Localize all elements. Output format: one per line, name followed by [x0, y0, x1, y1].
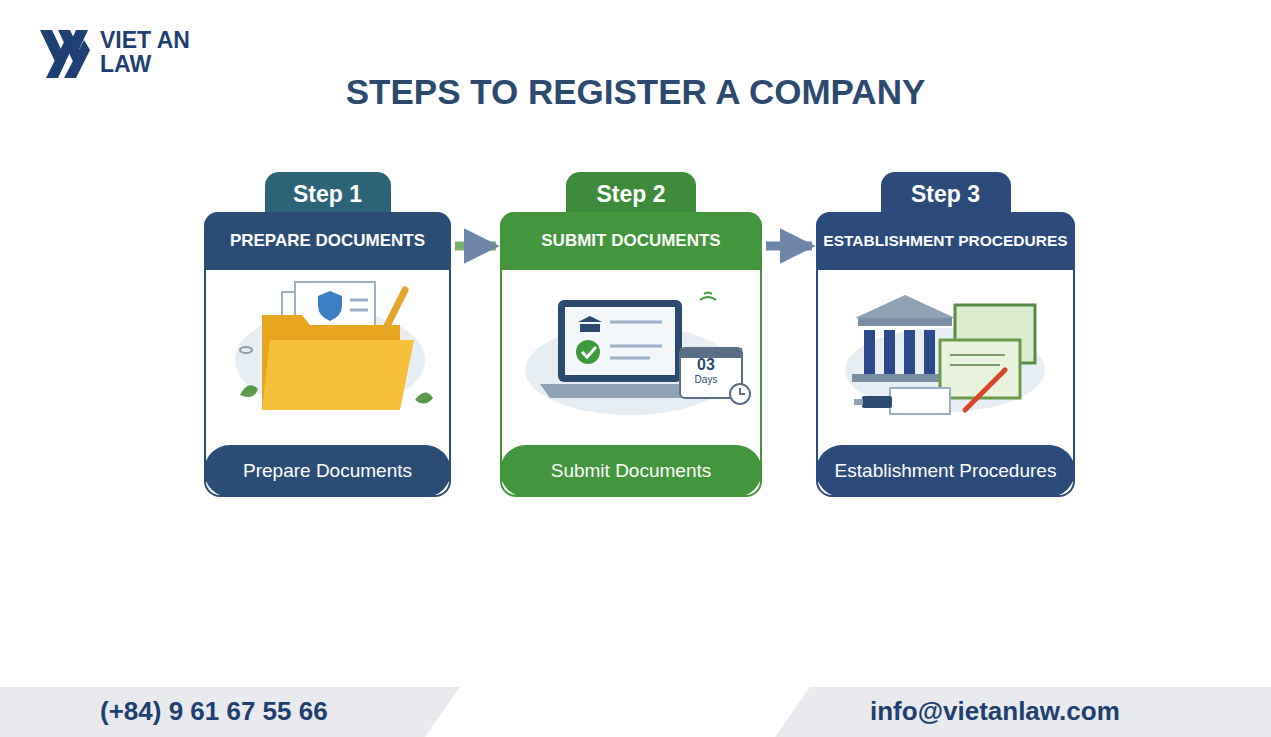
- logo-text: VIET AN LAW: [100, 28, 200, 76]
- step-arrow: [766, 242, 812, 251]
- calendar-unit: Days: [686, 375, 726, 385]
- step-caption: Submit Documents: [500, 445, 762, 497]
- step-arrow: [455, 242, 496, 251]
- logo-mark: [40, 30, 90, 78]
- phone-number: (+84) 9 61 67 55 66: [100, 696, 440, 727]
- footer-bands: [0, 687, 1271, 737]
- step-caption: Establishment Procedures: [816, 445, 1075, 497]
- step-card: Step 3ESTABLISHMENT PROCEDURES Establishm…: [816, 172, 1075, 497]
- folder-illustration: [235, 282, 433, 410]
- step-tab: Step 3: [881, 172, 1011, 216]
- step-tab: Step 1: [265, 172, 391, 216]
- step-card: Step 1PREPARE DOCUMENTS Prepare Documents: [204, 172, 451, 497]
- calendar-number: 03: [686, 357, 726, 373]
- bank-certificate-illustration: [845, 295, 1045, 414]
- step-caption: Prepare Documents: [204, 445, 451, 497]
- email-address: info@vietanlaw.com: [870, 696, 1250, 727]
- laptop-illustration: [525, 293, 750, 416]
- step-header: SUBMIT DOCUMENTS: [500, 212, 762, 270]
- step-card: Step 2SUBMIT DOCUMENTS Submit Documents: [500, 172, 762, 497]
- step-header: ESTABLISHMENT PROCEDURES: [816, 212, 1075, 270]
- diagram-title: STEPS TO REGISTER A COMPANY: [0, 72, 1271, 112]
- step-tab: Step 2: [566, 172, 696, 216]
- step-header: PREPARE DOCUMENTS: [204, 212, 451, 270]
